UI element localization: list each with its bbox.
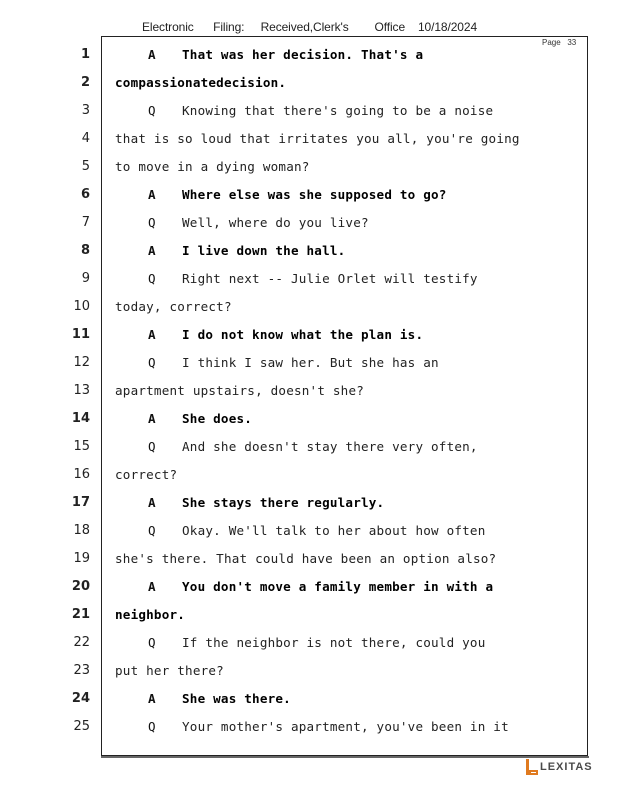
answer-marker: A xyxy=(148,243,156,258)
line-text: compassionatedecision. xyxy=(115,75,287,90)
line-text: to move in a dying woman? xyxy=(115,159,310,174)
transcript-line: 18 Q Okay. We'll talk to her about how oft… xyxy=(0,523,618,551)
line-number: 10 xyxy=(73,299,90,314)
line-number: 12 xyxy=(73,355,90,370)
line-number: 21 xyxy=(71,607,90,622)
line-number: 13 xyxy=(73,383,90,398)
line-number: 4 xyxy=(81,131,90,146)
line-number: 6 xyxy=(80,187,90,202)
line-number: 24 xyxy=(71,691,90,706)
line-number: 1 xyxy=(80,47,90,62)
line-number: 20 xyxy=(71,579,90,594)
line-text: She was there. xyxy=(182,691,291,706)
line-text: You don't move a family member in with a xyxy=(182,579,494,594)
transcript-frame xyxy=(101,36,588,756)
line-text: She does. xyxy=(182,411,253,426)
transcript-line: 22 Q If the neighbor is not there, could y… xyxy=(0,635,618,663)
filing-header: Electronic Filing: Received,Clerk's Offi… xyxy=(142,20,478,34)
transcript-line: 25 Q Your mother's apartment, you've been … xyxy=(0,719,618,747)
line-number: 19 xyxy=(73,551,90,566)
transcript-line: 12 Q I think I saw her. But she has an xyxy=(0,355,618,383)
lexitas-logo-icon xyxy=(526,759,538,775)
line-text: Okay. We'll talk to her about how often xyxy=(182,523,486,538)
answer-marker: A xyxy=(148,691,156,706)
transcript-line: 14 A She does. xyxy=(0,411,618,439)
line-text: Knowing that there's going to be a noise xyxy=(182,103,494,118)
transcript-line: 3 Q Knowing that there's going to be a noi… xyxy=(0,103,618,131)
transcript-line: 5 to move in a dying woman? xyxy=(0,159,618,187)
transcript-line: 23 put her there? xyxy=(0,663,618,691)
line-text: I live down the hall. xyxy=(182,243,346,258)
line-text: She stays there regularly. xyxy=(182,495,385,510)
answer-marker: A xyxy=(148,579,156,594)
transcript-line: 7 Q Well, where do you live? xyxy=(0,215,618,243)
line-text: If the neighbor is not there, could you xyxy=(182,635,486,650)
transcript-line: 16 correct? xyxy=(0,467,618,495)
line-text: she's there. That could have been an opt… xyxy=(115,551,497,566)
lexitas-logo-text: LEXITAS xyxy=(540,761,593,773)
line-text: today, correct? xyxy=(115,299,232,314)
transcript-line: 10 today, correct? xyxy=(0,299,618,327)
transcript-line: 6 A Where else was she supposed to go? xyxy=(0,187,618,215)
answer-marker: A xyxy=(148,187,156,202)
line-text: Where else was she supposed to go? xyxy=(182,187,447,202)
question-marker: Q xyxy=(148,355,156,370)
line-number: 9 xyxy=(81,271,90,286)
transcript-line: 20 A You don't move a family member in wit… xyxy=(0,579,618,607)
line-text: neighbor. xyxy=(115,607,186,622)
question-marker: Q xyxy=(148,523,156,538)
line-number: 3 xyxy=(81,103,90,118)
line-text: I do not know what the plan is. xyxy=(182,327,424,342)
answer-marker: A xyxy=(148,47,156,62)
line-text: That was her decision. That's a xyxy=(182,47,424,62)
line-text: And she doesn't stay there very often, xyxy=(182,439,478,454)
line-number: 25 xyxy=(73,719,90,734)
lexitas-logo: LEXITAS xyxy=(524,758,593,776)
line-number: 15 xyxy=(73,439,90,454)
line-text: apartment upstairs, doesn't she? xyxy=(115,383,365,398)
line-text: Right next -- Julie Orlet will testify xyxy=(182,271,478,286)
line-number: 22 xyxy=(73,635,90,650)
line-number: 23 xyxy=(73,663,90,678)
line-number: 2 xyxy=(80,75,90,90)
question-marker: Q xyxy=(148,271,156,286)
answer-marker: A xyxy=(148,327,156,342)
transcript-line: 2 compassionatedecision. xyxy=(0,75,618,103)
line-text: correct? xyxy=(115,467,178,482)
question-marker: Q xyxy=(148,439,156,454)
line-number: 7 xyxy=(81,215,90,230)
transcript-line: 21 neighbor. xyxy=(0,607,618,635)
line-text: that is so loud that irritates you all, … xyxy=(115,131,520,146)
transcript-line: 1 A That was her decision. That's a xyxy=(0,47,618,75)
transcript-line: 15 Q And she doesn't stay there very often… xyxy=(0,439,618,467)
question-marker: Q xyxy=(148,215,156,230)
line-text: Your mother's apartment, you've been in … xyxy=(182,719,509,734)
line-text: put her there? xyxy=(115,663,224,678)
line-text: I think I saw her. But she has an xyxy=(182,355,439,370)
transcript-line: 13 apartment upstairs, doesn't she? xyxy=(0,383,618,411)
answer-marker: A xyxy=(148,495,156,510)
page-number: Page 33 xyxy=(542,38,577,47)
transcript-line: 24 A She was there. xyxy=(0,691,618,719)
transcript-line: 8 A I live down the hall. xyxy=(0,243,618,271)
question-marker: Q xyxy=(148,103,156,118)
line-number: 16 xyxy=(73,467,90,482)
transcript-line: 9 Q Right next -- Julie Orlet will testify xyxy=(0,271,618,299)
line-number: 11 xyxy=(71,327,90,342)
question-marker: Q xyxy=(148,719,156,734)
transcript-line: 17 A She stays there regularly. xyxy=(0,495,618,523)
answer-marker: A xyxy=(148,411,156,426)
line-number: 5 xyxy=(81,159,90,174)
line-number: 18 xyxy=(73,523,90,538)
transcript-line: 4 that is so loud that irritates you all,… xyxy=(0,131,618,159)
line-text: Well, where do you live? xyxy=(182,215,369,230)
line-number: 14 xyxy=(71,411,90,426)
line-number: 17 xyxy=(71,495,90,510)
question-marker: Q xyxy=(148,635,156,650)
line-number: 8 xyxy=(80,243,90,258)
transcript-line: 11 A I do not know what the plan is. xyxy=(0,327,618,355)
transcript-line: 19 she's there. That could have been an o… xyxy=(0,551,618,579)
frame-shadow xyxy=(101,756,589,758)
